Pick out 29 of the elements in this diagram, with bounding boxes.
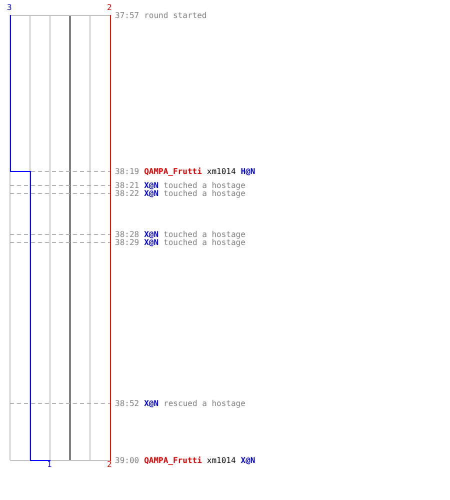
- player-name: X@N: [144, 399, 159, 408]
- event-time: 38:52: [115, 399, 140, 408]
- event-time: 38:28: [115, 230, 140, 239]
- weapon-name: xm1014: [206, 167, 236, 176]
- event-text: round started: [144, 11, 207, 20]
- event-text: touched a hostage: [164, 230, 246, 239]
- event-time: 38:22: [115, 189, 140, 198]
- player-name: X@N: [240, 456, 256, 465]
- player-name: H@N: [240, 167, 256, 176]
- count-number: 2: [107, 460, 112, 469]
- event-text: touched a hostage: [164, 181, 246, 190]
- event-time: 38:19: [115, 167, 140, 176]
- event-text: rescued a hostage: [164, 399, 246, 408]
- count-number: 3: [7, 3, 12, 12]
- event-time: 39:00: [115, 456, 140, 465]
- player-name: X@N: [144, 181, 159, 190]
- player-name: QAMPA_Frutti: [144, 167, 202, 176]
- event-text: touched a hostage: [164, 238, 246, 247]
- event-text: touched a hostage: [164, 189, 246, 198]
- count-number: 2: [107, 3, 112, 12]
- event-time: 37:57: [115, 11, 140, 20]
- player-name: X@N: [144, 230, 159, 239]
- player-name: QAMPA_Frutti: [144, 456, 202, 465]
- player-name: X@N: [144, 189, 159, 198]
- player-name: X@N: [144, 238, 159, 247]
- count-number: 1: [47, 460, 52, 469]
- weapon-name: xm1014: [206, 456, 236, 465]
- event-time: 38:21: [115, 181, 140, 190]
- event-time: 38:29: [115, 238, 140, 247]
